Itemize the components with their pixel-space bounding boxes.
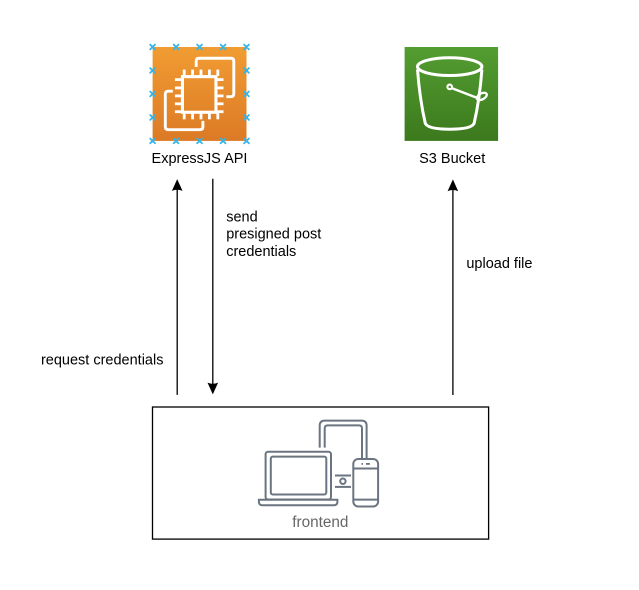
svg-text:request credentials: request credentials bbox=[41, 353, 164, 369]
svg-text:frontend: frontend bbox=[292, 514, 348, 531]
svg-text:send: send bbox=[226, 210, 257, 226]
svg-text:presigned post: presigned post bbox=[226, 227, 321, 243]
svg-text:credentials: credentials bbox=[226, 244, 296, 260]
svg-text:S3 Bucket: S3 Bucket bbox=[419, 151, 485, 167]
svg-text:ExpressJS API: ExpressJS API bbox=[152, 151, 248, 167]
svg-text:upload file: upload file bbox=[466, 256, 532, 272]
